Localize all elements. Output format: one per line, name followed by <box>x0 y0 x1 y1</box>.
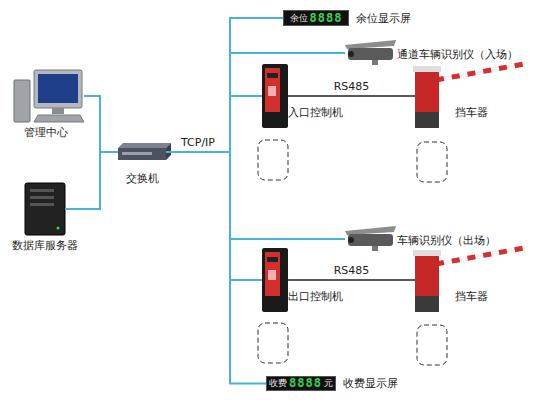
camera-node: 车辆识别仪（出场） <box>345 226 395 252</box>
barrier-base <box>415 296 439 312</box>
camera-node: 通道车辆识别仪（入场） <box>345 40 395 66</box>
device-label: 交换机 <box>126 172 159 185</box>
controller-icon <box>262 248 288 312</box>
connector-label: RS485 <box>334 264 370 277</box>
switch-node: 交换机 <box>118 143 166 161</box>
display-text: 余位 <box>290 13 308 24</box>
display-digits: 8888 <box>310 12 343 25</box>
camera-shield <box>345 40 396 49</box>
barrier-base <box>415 112 439 128</box>
barrier-arm <box>436 248 524 264</box>
barrier-post <box>415 252 439 312</box>
device-label: 余位显示屏 <box>356 12 411 25</box>
switch-front <box>118 148 166 160</box>
server-bay <box>30 196 54 199</box>
network-line <box>84 96 118 152</box>
computer-node: 管理中心 <box>14 70 84 122</box>
camera-lens <box>348 237 354 243</box>
display-screen: 余位8888余位显示屏 <box>283 10 349 26</box>
display-screen: 收费8888元收费显示屏 <box>266 376 336 391</box>
network-line <box>166 53 345 152</box>
controller-icon <box>262 64 288 128</box>
network-line <box>166 18 283 152</box>
switch-icon <box>118 143 171 160</box>
camera-icon <box>345 226 396 251</box>
network-line <box>65 152 118 209</box>
controller-panel <box>265 252 280 296</box>
ground-loop <box>417 325 447 365</box>
server-node: 数据库服务器 <box>25 183 65 235</box>
barrier-cap <box>413 66 441 72</box>
barrier-cap <box>413 250 441 256</box>
camera-icon <box>345 40 396 65</box>
device-label: 数据库服务器 <box>12 239 78 252</box>
barrier-arm-stripes <box>436 64 524 80</box>
barrier-post <box>415 68 439 128</box>
camera-lens <box>348 51 354 57</box>
device-label: 出口控制机 <box>288 290 343 303</box>
barrier-arm-stripes <box>436 248 524 264</box>
server-case <box>25 183 65 235</box>
barrier-arm <box>436 64 524 80</box>
device-label: 收费显示屏 <box>343 377 398 390</box>
server-icon <box>25 183 65 235</box>
monitor-frame <box>34 70 82 108</box>
barrier-node: 挡车器 <box>415 252 439 312</box>
camera-mount <box>372 246 378 251</box>
rs485-line <box>288 95 415 97</box>
network-line <box>166 96 262 152</box>
server-bay <box>30 189 54 192</box>
device-label: 车辆识别仪（出场） <box>397 234 496 247</box>
controller-node: 出口控制机 <box>262 248 288 312</box>
ground-loop <box>258 323 288 363</box>
display-text: 收费 <box>269 378 287 389</box>
ground-loops <box>258 140 447 365</box>
device-label: 管理中心 <box>24 126 68 139</box>
keyboard <box>34 115 84 122</box>
controller-node: 入口控制机 <box>262 64 288 128</box>
camera-body <box>348 48 393 60</box>
controller-screen <box>267 73 278 78</box>
barrier-icon <box>413 64 524 128</box>
barrier-node: 挡车器 <box>415 68 439 128</box>
camera-mount <box>372 60 378 65</box>
ground-loop <box>258 140 288 180</box>
device-label: 挡车器 <box>455 106 488 119</box>
ground-loop <box>417 142 447 182</box>
controller-body <box>262 64 288 128</box>
monitor-screen <box>38 74 78 103</box>
device-label: 通道车辆识别仪（入场） <box>397 48 518 61</box>
barrier-icon <box>413 248 524 312</box>
monitor-stand <box>52 108 64 114</box>
connector-label: TCP/IP <box>181 136 215 149</box>
server-bay <box>30 203 54 206</box>
controller-screen <box>267 257 278 262</box>
camera-body <box>348 234 393 246</box>
switch-top <box>118 143 171 148</box>
controller-panel <box>265 68 280 112</box>
connector-label: RS485 <box>334 80 370 93</box>
card-reader <box>268 86 276 96</box>
device-label: 入口控制机 <box>288 106 343 119</box>
controller-body <box>262 248 288 312</box>
network-line <box>166 152 345 239</box>
network-line <box>166 152 266 384</box>
display-digits: 8888 <box>289 377 322 390</box>
computer-icon <box>14 70 84 122</box>
server-led <box>57 227 60 230</box>
switch-ports <box>122 152 152 155</box>
network-line <box>166 152 262 280</box>
pc-tower <box>14 80 30 122</box>
rs485-line <box>288 279 415 281</box>
camera-shield <box>345 226 396 235</box>
card-reader <box>268 270 276 280</box>
device-label: 挡车器 <box>455 290 488 303</box>
display-text: 元 <box>324 378 333 389</box>
